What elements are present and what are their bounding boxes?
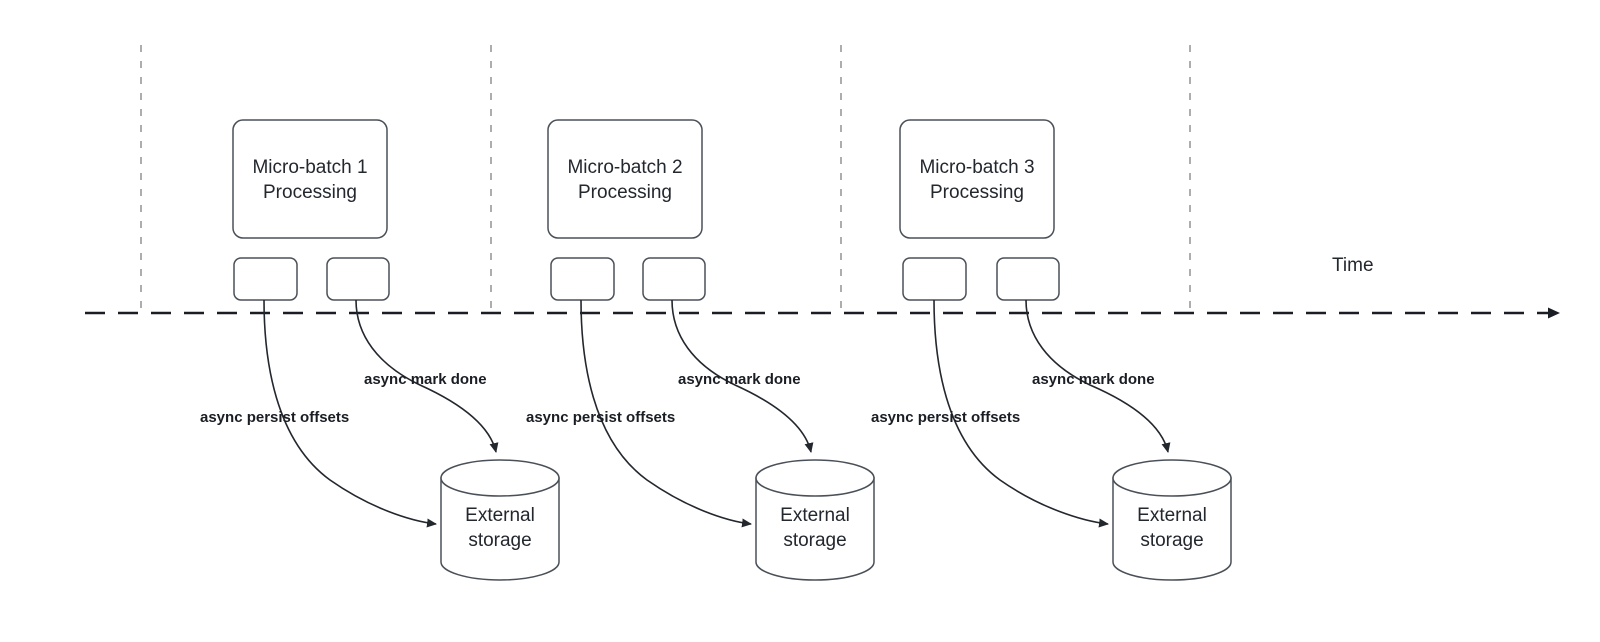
async-mark-done-arrow-1 <box>355 299 499 453</box>
cylinder-top-1 <box>440 459 560 497</box>
async-persist-offsets-arrow-1 <box>263 299 437 528</box>
group-2 <box>547 119 875 581</box>
external-storage-2-cylinder[interactable] <box>755 459 875 581</box>
micro-batch-2-task-b-box[interactable] <box>642 257 706 301</box>
external-storage-3-cylinder[interactable] <box>1112 459 1232 581</box>
cylinder-body-2 <box>755 477 875 581</box>
cylinder-body-3 <box>1112 477 1232 581</box>
async-mark-done-label-2: async mark done <box>678 371 801 388</box>
micro-batch-1-box[interactable] <box>232 119 388 239</box>
cylinder-body-1 <box>440 477 560 581</box>
async-persist-offsets-arrow-2 <box>580 299 752 528</box>
async-mark-done-arrow-3 <box>1025 299 1171 453</box>
group-3 <box>899 119 1232 581</box>
async-persist-offsets-label-3: async persist offsets <box>871 409 1021 426</box>
micro-batch-2-task-a-box[interactable] <box>550 257 615 301</box>
micro-batch-1-task-b-box[interactable] <box>326 257 390 301</box>
micro-batch-3-task-a-box[interactable] <box>902 257 967 301</box>
micro-batch-3-box[interactable] <box>899 119 1055 239</box>
async-mark-done-arrow-2 <box>671 299 814 453</box>
batch-boundaries <box>140 45 1191 315</box>
cylinder-top-3 <box>1112 459 1232 497</box>
group-1 <box>232 119 560 581</box>
async-persist-offsets-arrow-3 <box>933 299 1109 528</box>
cylinder-top-2 <box>755 459 875 497</box>
micro-batch-1-task-a-box[interactable] <box>233 257 298 301</box>
external-storage-1-cylinder[interactable] <box>440 459 560 581</box>
async-mark-done-label-3: async mark done <box>1032 371 1155 388</box>
async-mark-done-label-1: async mark done <box>364 371 487 388</box>
async-persist-offsets-label-2: async persist offsets <box>526 409 676 426</box>
time-axis-label: Time <box>1332 255 1374 276</box>
async-persist-offsets-label-1: async persist offsets <box>200 409 350 426</box>
micro-batch-3-task-b-box[interactable] <box>996 257 1060 301</box>
micro-batch-2-box[interactable] <box>547 119 703 239</box>
